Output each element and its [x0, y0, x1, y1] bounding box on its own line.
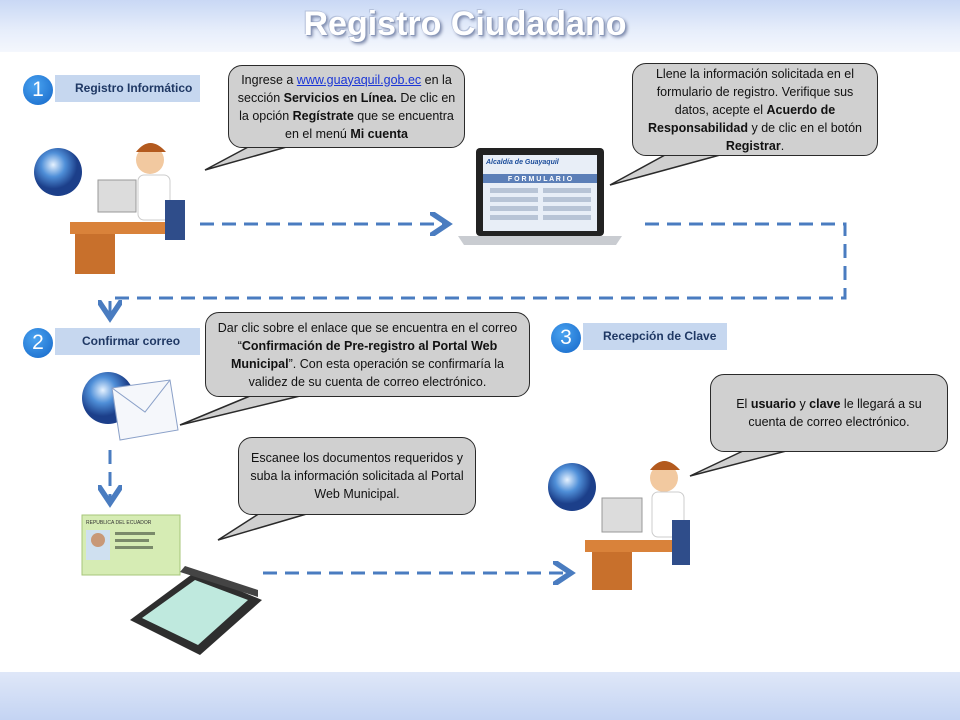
bold-text: Servicios en Línea.	[283, 90, 397, 105]
speech-bubble-confirm: Dar clic sobre el enlace que se encuentr…	[205, 312, 530, 397]
text: que se encuentra en el menú	[285, 108, 454, 141]
guayaquil-link[interactable]: www.guayaquil.gob.ec	[296, 72, 422, 87]
bubble-tails	[179, 145, 791, 541]
step-3-label: Recepción de Clave	[583, 323, 727, 350]
user-at-desk-illustration	[34, 143, 185, 274]
step-1-number: 1	[23, 75, 53, 105]
text: en la sección	[237, 72, 452, 105]
text: De clic en la opción	[239, 90, 456, 123]
header-band	[0, 0, 960, 52]
arrow-to-step2	[110, 222, 847, 315]
step-2-number: 2	[23, 328, 53, 358]
step-1-label: Registro Informático	[55, 75, 200, 102]
text: Escanee los documentos requeridos y suba…	[250, 451, 464, 501]
bold-text: Acuerdo de Responsabilidad	[648, 102, 836, 135]
bold-text: Regístrate	[292, 108, 354, 123]
speech-bubble-form: Llene la información solicitada en el fo…	[632, 63, 878, 156]
page-title: Registro Ciudadano	[303, 5, 627, 43]
text: Dar clic sobre el enlace que se encuentr…	[217, 320, 518, 353]
bold-text: clave	[809, 397, 841, 411]
speech-bubble-scan: Escanee los documentos requeridos y suba…	[238, 437, 476, 515]
speech-bubble-step1: Ingrese a www.guayaquil.gob.ec en la sec…	[228, 65, 465, 148]
text: le llegará a su cuenta de correo electró…	[748, 397, 922, 429]
speech-bubble-key: El usuario y clave le llegará a su cuent…	[710, 374, 948, 452]
email-icon	[82, 372, 179, 441]
text: ”. Con esta operación se confirmaría la …	[248, 356, 505, 389]
user-at-desk-illustration-2	[548, 461, 690, 590]
scanner-illustration	[130, 566, 262, 655]
text: y de clic en el botón	[748, 120, 863, 135]
globe-icon	[34, 148, 82, 196]
step-2-label: Confirmar correo	[55, 328, 200, 355]
text: .	[780, 138, 785, 153]
text: Ingrese a	[241, 72, 297, 87]
text: y	[795, 397, 810, 411]
bold-text: Registrar	[725, 138, 781, 153]
text: Llene la información solicitada en el fo…	[655, 66, 855, 117]
bold-text: Confirmación de Pre-registro al Portal W…	[230, 338, 498, 371]
laptop-form-illustration	[458, 148, 622, 245]
step-3-number: 3	[551, 323, 581, 353]
footer-band	[0, 672, 960, 720]
id-card-illustration	[81, 514, 181, 576]
bold-text: usuario	[750, 397, 796, 411]
text: El	[736, 397, 751, 411]
bold-text: Mi cuenta	[350, 126, 408, 141]
